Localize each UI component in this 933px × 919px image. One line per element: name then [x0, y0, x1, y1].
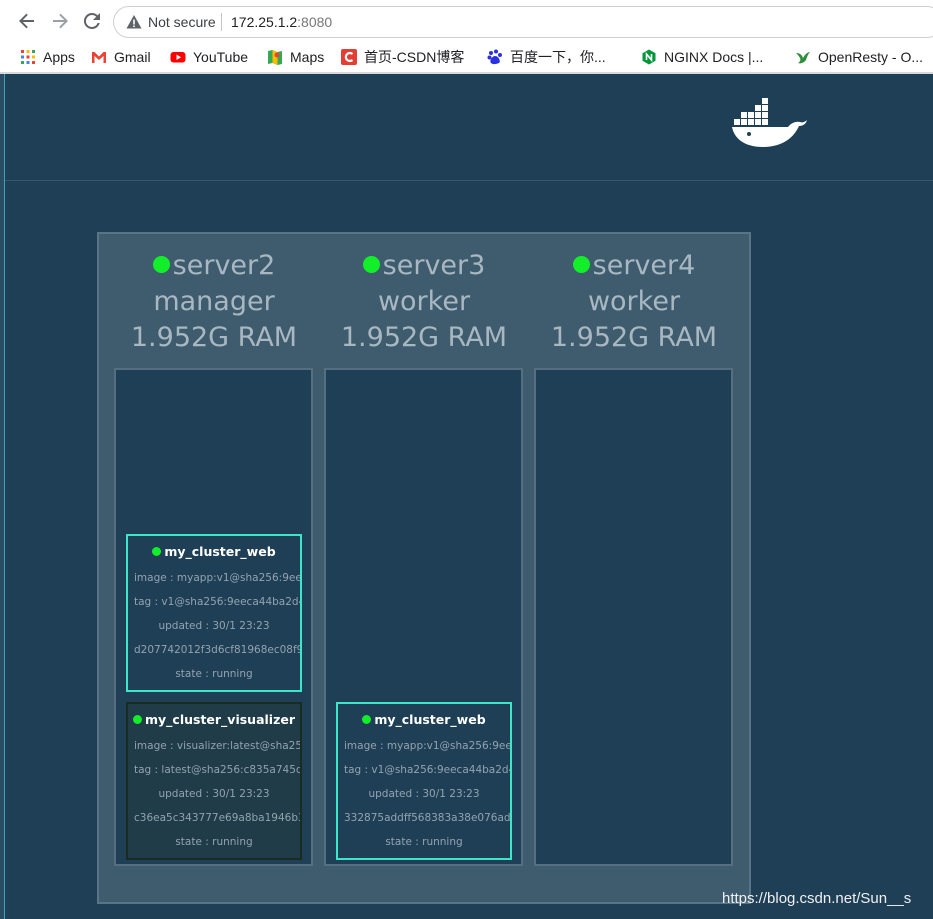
- task-id: d207742012f3d6cf81968ec08f994976: [134, 644, 300, 656]
- task-id: c36ea5c343777e69a8ba1946b3200ac: [134, 812, 300, 824]
- node-role: worker: [377, 286, 471, 317]
- bookmark-label: Gmail: [114, 49, 151, 65]
- task-tag: tag : latest@sha256:c835a745d99ce7: [134, 764, 302, 776]
- task-image: image : myapp:v1@sha256:9eeca44ba2d410e5…: [134, 572, 302, 584]
- task-state: state : running: [385, 836, 463, 848]
- bookmark-apps[interactable]: Apps: [20, 46, 75, 68]
- task-name: my_cluster_web: [374, 712, 486, 727]
- left-edge-strip: [0, 74, 5, 919]
- warning-icon: [126, 15, 142, 29]
- task-tag: tag : v1@sha256:9eeca44ba2d410e54fccc54: [134, 596, 300, 608]
- url-host: 172.25.1.2: [231, 14, 298, 30]
- url-separator: [221, 13, 222, 31]
- node-ram: 1.952G RAM: [550, 322, 718, 353]
- baidu-icon: [487, 49, 503, 65]
- maps-icon: [267, 49, 283, 65]
- task-title: my_cluster_web: [338, 712, 510, 727]
- docker-whale-logo: [732, 98, 807, 147]
- security-label[interactable]: Not secure: [148, 14, 216, 30]
- bookmark-label: YouTube: [193, 49, 249, 65]
- task-updated: updated : 30/1 23:23: [158, 620, 270, 632]
- task-title: my_cluster_web: [128, 544, 300, 559]
- bookmark-label: NGINX Docs |...: [664, 49, 764, 65]
- bookmarks-bar: Apps Gmail YouTube Maps 首页-CSDN博客: [0, 42, 933, 72]
- task-state: state : running: [175, 668, 253, 680]
- task-image: image : visualizer:latest@sha256:c835a74…: [134, 740, 302, 752]
- browser-toolbar: Not secure 172.25.1.2:8080: [0, 0, 933, 42]
- task-image: image : myapp:v1@sha256:9eeca44ba2d410e5…: [344, 740, 512, 752]
- node-title: server2: [114, 248, 314, 284]
- nginx-icon: [641, 49, 657, 65]
- address-bar[interactable]: Not secure 172.25.1.2:8080: [113, 6, 933, 38]
- bookmark-maps[interactable]: Maps: [267, 46, 324, 68]
- node-title: server3: [324, 248, 524, 284]
- task-tag: tag : v1@sha256:9eeca44ba2d410e54fccc54: [344, 764, 510, 776]
- task-card[interactable]: my_cluster_visualizer image : visualizer…: [126, 702, 302, 860]
- node-ram: 1.952G RAM: [340, 322, 508, 353]
- bookmark-label: OpenResty - O...: [818, 49, 924, 65]
- task-card[interactable]: my_cluster_web image : myapp:v1@sha256:9…: [336, 702, 512, 860]
- bookmark-label: 百度一下，你...: [510, 49, 606, 65]
- node-name: server3: [382, 250, 486, 281]
- task-title: my_cluster_visualizer: [128, 712, 300, 727]
- node-status-dot: [362, 256, 380, 273]
- task-state: state : running: [175, 836, 253, 848]
- url-text[interactable]: 172.25.1.2:8080: [231, 14, 332, 30]
- reload-icon[interactable]: [80, 9, 104, 33]
- bookmark-nginx[interactable]: NGINX Docs |...: [641, 46, 763, 68]
- task-name: my_cluster_web: [164, 544, 276, 559]
- node-role: manager: [153, 286, 275, 317]
- node-status-dot: [572, 256, 590, 273]
- node-header-server3: server3 worker 1.952G RAM: [324, 248, 524, 356]
- bookmark-baidu[interactable]: 百度一下，你...: [487, 46, 606, 68]
- forward-arrow-icon[interactable]: [48, 9, 72, 33]
- task-status-dot: [152, 547, 162, 556]
- node-title: server4: [534, 248, 734, 284]
- task-updated: updated : 30/1 23:23: [158, 788, 270, 800]
- node-header-server4: server4 worker 1.952G RAM: [534, 248, 734, 356]
- bookmark-label: Apps: [43, 49, 75, 65]
- node-name: server2: [172, 250, 276, 281]
- url-port: :8080: [297, 14, 333, 30]
- apps-grid-icon: [20, 49, 36, 65]
- visualizer-header: [5, 74, 933, 181]
- youtube-icon: [170, 49, 186, 65]
- node-role: worker: [587, 286, 681, 317]
- node-ram: 1.952G RAM: [130, 322, 298, 353]
- task-card[interactable]: my_cluster_web image : myapp:v1@sha256:9…: [126, 534, 302, 692]
- bookmark-gmail[interactable]: Gmail: [91, 46, 151, 68]
- bookmark-label: Maps: [290, 49, 325, 65]
- browser-chrome: Not secure 172.25.1.2:8080 Apps Gmail: [0, 0, 933, 74]
- openresty-icon: [795, 49, 811, 65]
- node-name: server4: [592, 250, 696, 281]
- task-id: 332875addff568383a38e076ad6739: [344, 812, 511, 824]
- gmail-icon: [91, 49, 107, 65]
- task-status-dot: [362, 715, 372, 724]
- node-status-dot: [152, 256, 170, 273]
- bookmark-label: 首页-CSDN博客: [364, 49, 465, 65]
- bookmark-openresty[interactable]: OpenResty - O...: [795, 46, 923, 68]
- task-name: my_cluster_visualizer: [144, 712, 296, 727]
- toolbar-divider: [0, 72, 933, 74]
- task-status-dot: [132, 715, 142, 724]
- task-updated: updated : 30/1 23:23: [368, 788, 480, 800]
- watermark-text: https://blog.csdn.net/Sun__s: [722, 890, 912, 907]
- csdn-icon: [341, 49, 357, 65]
- bookmark-youtube[interactable]: YouTube: [170, 46, 248, 68]
- node-header-server2: server2 manager 1.952G RAM: [114, 248, 314, 356]
- node-column-server4: [534, 368, 733, 866]
- back-arrow-icon[interactable]: [15, 9, 39, 33]
- bookmark-csdn[interactable]: 首页-CSDN博客: [341, 46, 464, 68]
